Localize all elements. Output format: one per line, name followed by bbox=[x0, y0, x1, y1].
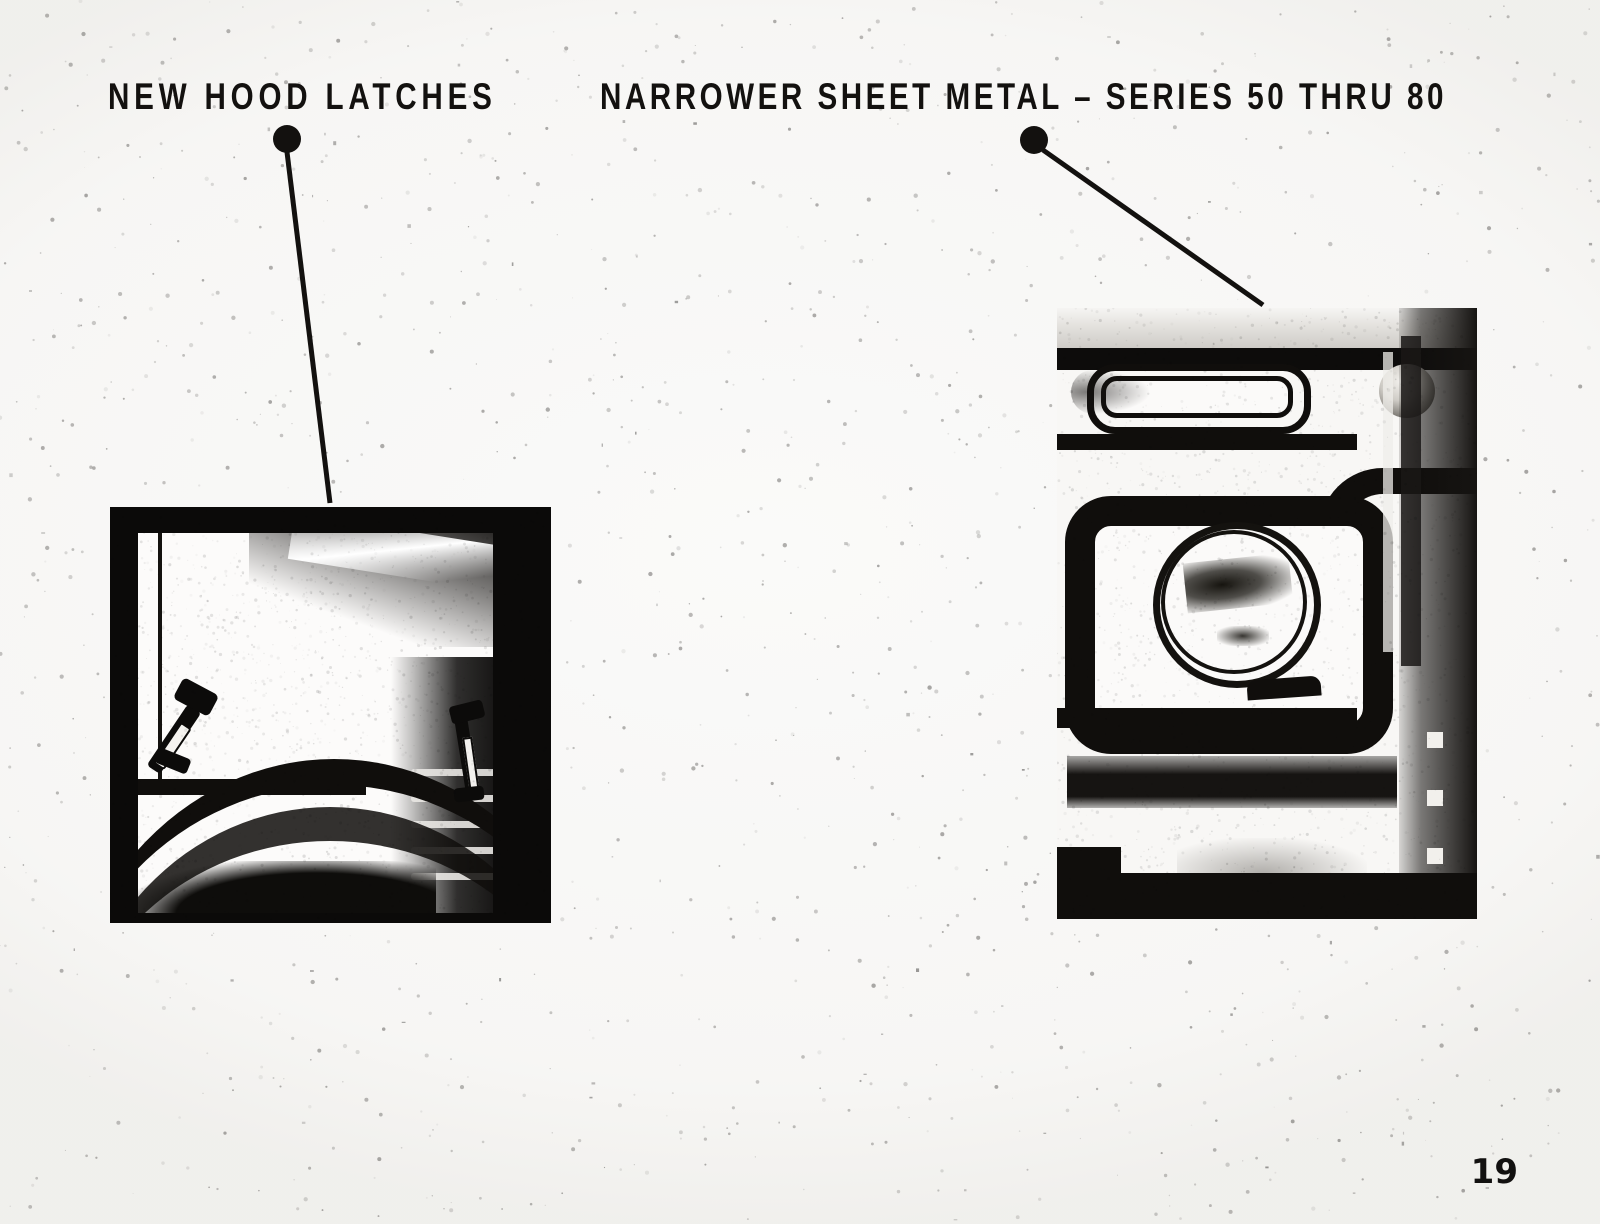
callout-heading-sheet-metal: NARROWER SHEET METAL – SERIES 50 THRU 80 bbox=[600, 76, 1447, 117]
photo-hood-latches bbox=[110, 507, 551, 923]
photo-hood-latches-content bbox=[110, 507, 551, 923]
photo-grain bbox=[110, 507, 551, 923]
leader-dot-hood-latches bbox=[273, 125, 301, 153]
callout-heading-hood-latches: NEW HOOD LATCHES bbox=[108, 76, 497, 117]
leader-dot-sheet-metal bbox=[1020, 126, 1048, 154]
page-number: 19 bbox=[1470, 1152, 1518, 1192]
photo-sheet-metal bbox=[1057, 308, 1477, 919]
leader-line-hood-latches bbox=[284, 151, 333, 504]
photo-sheet-metal-content bbox=[1057, 308, 1477, 919]
leader-line-sheet-metal bbox=[1041, 147, 1265, 308]
photo-grain bbox=[1057, 308, 1477, 919]
